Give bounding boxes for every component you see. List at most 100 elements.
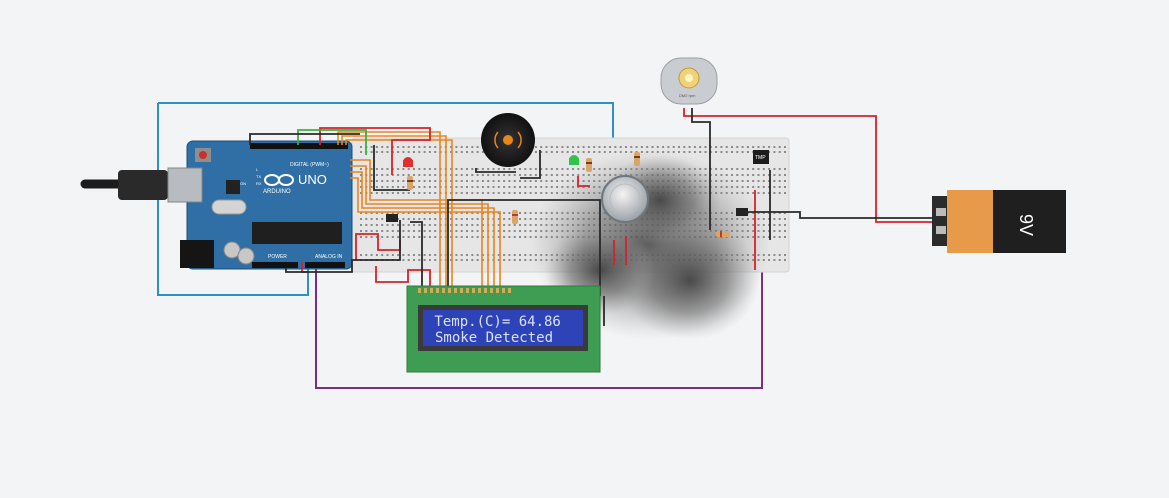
breadboard-hole [397,151,400,153]
breadboard-hole [773,212,776,214]
lcd-pin[interactable] [448,288,451,293]
breadboard-hole [434,168,437,170]
breadboard-hole [476,192,479,194]
on-label: ON [240,181,246,186]
resistor[interactable] [586,158,592,172]
breadboard-hole [455,236,458,238]
breadboard-hole [375,151,378,153]
battery-9v[interactable]: 9V [932,190,1066,253]
breadboard-hole [428,180,431,182]
breadboard-hole [736,168,739,170]
transistor[interactable] [736,208,748,216]
green-led[interactable] [569,155,579,165]
resistor[interactable] [634,152,640,166]
breadboard-hole [375,168,378,170]
breadboard-hole [519,174,521,176]
red-led[interactable] [403,157,413,167]
breadboard-hole [752,180,755,182]
breadboard-hole [391,230,394,232]
breadboard-hole [365,254,368,256]
breadboard-hole [524,259,527,261]
breadboard-hole [513,180,516,182]
breadboard-hole [397,236,400,238]
lcd-pin[interactable] [466,288,469,293]
power-header[interactable] [252,262,298,268]
lcd-pin[interactable] [508,288,511,293]
breadboard-hole [561,151,564,153]
lcd-pin[interactable] [436,288,439,293]
transistor[interactable] [386,214,398,222]
breadboard-hole [678,146,680,148]
breadboard-hole [481,254,484,256]
breadboard-hole [784,174,786,176]
breadboard-hole [529,192,532,194]
breadboard-hole [503,230,506,232]
lcd-pin[interactable] [478,288,481,293]
breadboard-hole [529,230,532,232]
breadboard-hole [460,254,463,256]
breadboard-hole [524,218,527,220]
wire-green[interactable] [297,129,367,155]
breadboard-hole [762,174,765,176]
wire-red[interactable] [301,108,936,288]
resistor[interactable] [407,176,413,190]
breadboard-hole [519,186,521,188]
breadboard-hole [598,151,601,153]
lcd-line-2: Smoke Detected [435,330,553,346]
crystal [211,199,247,215]
breadboard-hole [370,212,373,214]
lcd-pin[interactable] [502,288,505,293]
breadboard-hole [381,180,384,182]
lcd-pin[interactable] [484,288,487,293]
lcd-pin[interactable] [418,288,421,293]
breadboard-hole [773,180,776,182]
gas-sensor[interactable] [601,175,649,223]
breadboard-hole [550,168,553,170]
breadboard-hole [413,236,415,238]
breadboard-hole [784,259,786,261]
breadboard-hole [476,180,479,182]
temperature-sensor[interactable]: TMP [753,150,769,164]
breadboard-hole [773,168,776,170]
dc-motor[interactable]: DM2 rpm [660,57,718,105]
breadboard-hole [492,168,495,170]
breadboard-hole [481,186,484,188]
breadboard-hole [572,168,574,170]
breadboard-hole [381,174,384,176]
breadboard-hole [556,151,559,153]
digital-header[interactable] [250,143,348,149]
lcd-pin[interactable] [472,288,475,293]
lcd-pin[interactable] [490,288,493,293]
breadboard-hole [534,174,537,176]
analog-header[interactable] [305,262,345,268]
breadboard-hole [423,174,426,176]
breadboard-hole [662,146,665,148]
breadboard-hole [413,192,415,194]
lcd-pin[interactable] [460,288,463,293]
breadboard-hole [773,236,776,238]
wire-black[interactable] [249,108,936,326]
lcd-pin[interactable] [454,288,457,293]
breadboard-hole [471,230,474,232]
resistor[interactable] [512,210,518,224]
breadboard-hole [413,259,415,261]
piezo-buzzer[interactable] [481,113,535,167]
breadboard-hole [466,168,468,170]
resistor[interactable] [716,231,730,237]
breadboard-hole [773,259,776,261]
breadboard-hole [508,192,511,194]
breadboard-hole [391,236,394,238]
breadboard-hole [587,146,590,148]
lcd-pin[interactable] [424,288,427,293]
breadboard-hole [545,168,548,170]
breadboard-hole [375,218,378,220]
lcd-pin[interactable] [496,288,499,293]
arduino-uno-board[interactable]: UNO ARDUINO DIGITAL (PWM~) POWER ANALOG … [80,140,353,270]
breadboard-hole [651,146,654,148]
breadboard-hole [519,168,521,170]
lcd-pin[interactable] [430,288,433,293]
lcd-pin[interactable] [442,288,445,293]
breadboard-hole [746,168,749,170]
lcd-display[interactable]: Temp.(C)= 64.86 Smoke Detected [406,285,601,373]
